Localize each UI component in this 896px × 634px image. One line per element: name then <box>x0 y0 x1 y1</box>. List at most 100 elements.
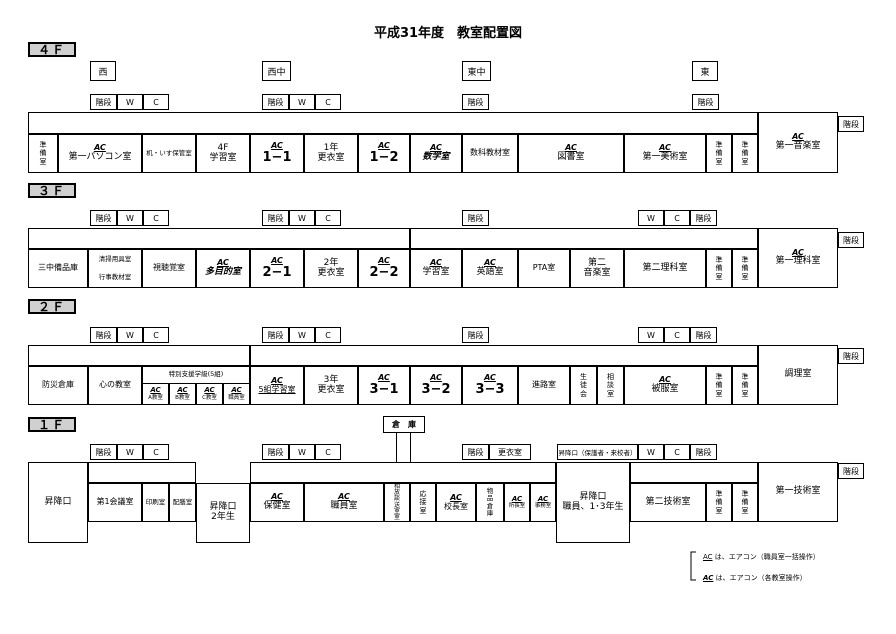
career-room: 進路室 <box>518 366 570 405</box>
stairs-label: 階段 <box>838 116 864 132</box>
wc-c-label: C <box>664 210 690 226</box>
wc-w-label: W <box>638 444 664 460</box>
wing-west-center-label: 西中 <box>262 61 291 81</box>
stairs-label: 階段 <box>838 348 864 364</box>
prep-room: 準 備 室 <box>732 483 758 522</box>
tech-room-1: 第一技術室 <box>758 462 838 522</box>
changing-room-3: 3年更衣室 <box>304 366 358 405</box>
science-room-2: 第二理科室 <box>624 249 706 288</box>
wc-c-label: C <box>315 327 341 343</box>
wc-w-label: W <box>117 210 143 226</box>
prep-room: 準 備 室 <box>732 134 758 173</box>
prep-room: 準 備 室 <box>732 249 758 288</box>
stairs-label: 階段 <box>90 210 117 226</box>
floor-1f-label: １Ｆ <box>28 417 76 432</box>
reception-room: 応 接 室 <box>410 483 436 522</box>
floor-3f-label: ３Ｆ <box>28 183 76 198</box>
cooking-room: 調理室 <box>758 345 838 405</box>
stairs-label: 階段 <box>838 463 864 479</box>
warehouse-line <box>410 433 411 462</box>
main-entrance: 昇降口 <box>28 462 88 543</box>
wc-c-label: C <box>143 210 169 226</box>
entrance-guest-label: 昇降口（保護者・来校者） <box>557 444 638 460</box>
special-support-header: 特別支援学級(5組) <box>142 366 250 383</box>
wc-w-label: W <box>117 444 143 460</box>
legend-line-1: AC は、エアコン（職員室一括操作） <box>703 553 820 561</box>
stairs-label: 階段 <box>90 444 117 460</box>
wc-w-label: W <box>289 444 315 460</box>
printing-room: 印刷室 <box>142 483 169 522</box>
wc-c-label: C <box>143 94 169 110</box>
wc-w-label: W <box>117 94 143 110</box>
floor-4f-label: ４Ｆ <box>28 42 76 57</box>
stairs-label: 階段 <box>262 327 289 343</box>
wc-w-label: W <box>289 210 315 226</box>
stairs-label: 階段 <box>462 94 489 110</box>
stairs-label: 階段 <box>262 444 289 460</box>
prep-room: 準 備 室 <box>706 483 732 522</box>
corridor <box>250 462 556 483</box>
goods-storage: 物 品 倉 庫 <box>476 483 504 522</box>
prep-room: 準 備 室 <box>706 249 732 288</box>
stairs-label: 階段 <box>462 210 489 226</box>
wc-c-label: C <box>315 444 341 460</box>
wc-w-label: W <box>638 210 664 226</box>
wc-w-label: W <box>289 327 315 343</box>
wing-east-label: 東 <box>692 61 718 81</box>
counseling-heart-room: 心の教室 <box>88 366 142 405</box>
stairs-label: 階段 <box>462 444 489 460</box>
stairs-label: 階段 <box>262 210 289 226</box>
wc-c-label: C <box>664 327 690 343</box>
corridor <box>28 112 758 134</box>
tech-room-2: 第二技術室 <box>630 483 706 522</box>
wc-w-label: W <box>638 327 664 343</box>
stairs-label: 階段 <box>690 210 717 226</box>
page-title: 平成31年度 教室配置図 <box>373 26 523 41</box>
wing-east-center-label: 東中 <box>462 61 491 81</box>
student-council-room: 生 徒 会 <box>570 366 597 405</box>
music-room-2: 第二音楽室 <box>570 249 624 288</box>
cleaning-event-rooms: 清掃用具室行事教材室 <box>88 249 142 288</box>
stairs-label: 階段 <box>462 327 489 343</box>
corridor <box>250 345 758 366</box>
floor-2f-label: ２Ｆ <box>28 299 76 314</box>
stairs-label: 階段 <box>692 94 719 110</box>
consultation-room: 相 談 室 <box>597 366 624 405</box>
corridor <box>28 345 250 366</box>
stairs-label: 階段 <box>90 94 117 110</box>
pta-room: PTA室 <box>518 249 570 288</box>
prep-room: 準 備 室 <box>28 134 58 173</box>
stairs-label: 階段 <box>90 327 117 343</box>
wc-c-label: C <box>143 444 169 460</box>
stairs-label: 階段 <box>690 327 717 343</box>
prep-room: 準 備 室 <box>706 366 732 405</box>
wc-c-label: C <box>143 327 169 343</box>
stairs-label: 階段 <box>838 232 864 248</box>
changing-room-2: 2年更衣室 <box>304 249 358 288</box>
serving-room: 配膳室 <box>169 483 196 522</box>
stairs-label: 階段 <box>262 94 289 110</box>
wc-c-label: C <box>664 444 690 460</box>
